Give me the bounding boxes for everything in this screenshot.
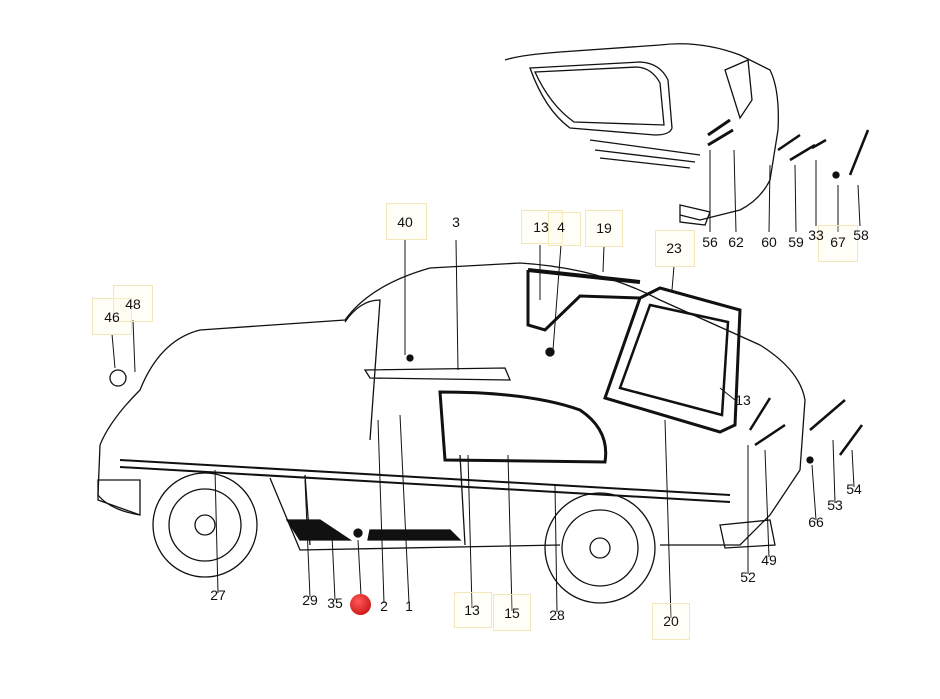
callout-62[interactable]: 62	[728, 234, 744, 250]
callout-20[interactable]: 20	[663, 613, 679, 629]
callout-4[interactable]: 4	[557, 219, 565, 235]
callout-13-bottom[interactable]: 13	[464, 602, 480, 618]
callout-28[interactable]: 28	[549, 607, 565, 623]
callout-27[interactable]: 27	[210, 587, 226, 603]
callout-58[interactable]: 58	[853, 227, 869, 243]
callout-53[interactable]: 53	[827, 497, 843, 513]
callout-33[interactable]: 33	[808, 227, 824, 243]
callout-29[interactable]: 29	[302, 592, 318, 608]
callout-3[interactable]: 3	[452, 214, 460, 230]
highlight-box-19[interactable]	[585, 210, 623, 247]
callout-67[interactable]: 67	[830, 234, 846, 250]
callout-52[interactable]: 52	[740, 569, 756, 585]
highlight-box-15[interactable]	[493, 594, 531, 631]
highlight-box-23[interactable]	[655, 230, 695, 267]
highlight-box-13-top[interactable]	[521, 210, 563, 244]
callout-40[interactable]: 40	[397, 214, 413, 230]
selected-part-marker[interactable]	[350, 594, 371, 615]
callout-49[interactable]: 49	[761, 552, 777, 568]
callout-48[interactable]: 48	[125, 296, 141, 312]
callout-46[interactable]: 46	[104, 309, 120, 325]
callout-13-right[interactable]: 13	[735, 392, 751, 408]
callout-35[interactable]: 35	[327, 595, 343, 611]
highlight-box-20[interactable]	[652, 603, 690, 640]
callout-66[interactable]: 66	[808, 514, 824, 530]
callout-60[interactable]: 60	[761, 234, 777, 250]
rear-inset-illustration	[504, 43, 870, 233]
highlight-box-67[interactable]	[818, 225, 858, 262]
highlight-box-40[interactable]	[386, 203, 427, 240]
callout-15[interactable]: 15	[504, 605, 520, 621]
callout-13-top[interactable]: 13	[533, 219, 549, 235]
highlight-box-4[interactable]	[548, 212, 581, 246]
callout-2[interactable]: 2	[380, 598, 388, 614]
leader-lines	[111, 239, 855, 619]
callout-56[interactable]: 56	[702, 234, 718, 250]
highlight-box-48[interactable]	[113, 285, 153, 322]
callout-23[interactable]: 23	[666, 240, 682, 256]
callout-59[interactable]: 59	[788, 234, 804, 250]
main-car-illustration	[97, 262, 864, 604]
callout-1[interactable]: 1	[405, 598, 413, 614]
highlight-box-13-bottom[interactable]	[454, 592, 492, 628]
callout-54[interactable]: 54	[846, 481, 862, 497]
highlight-box-46[interactable]	[92, 298, 132, 335]
callout-19[interactable]: 19	[596, 220, 612, 236]
